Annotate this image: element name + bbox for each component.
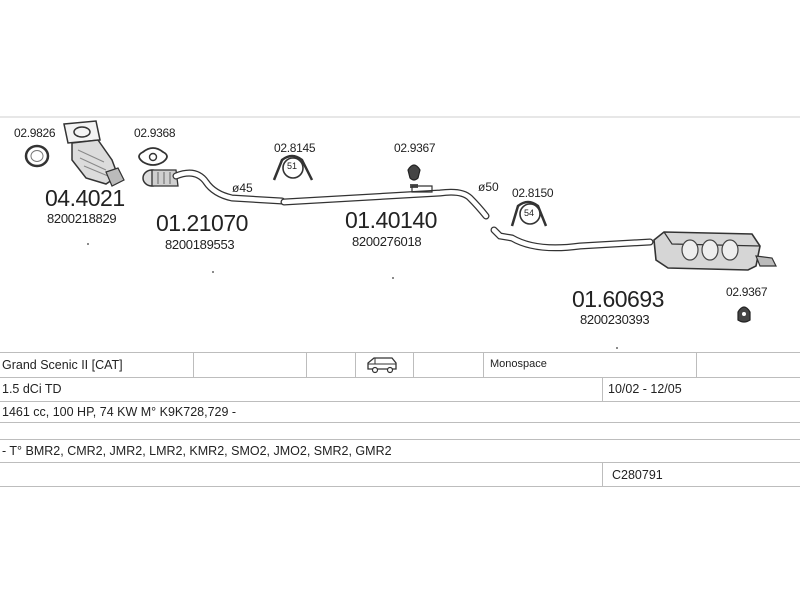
- body-type: Monospace: [490, 358, 547, 370]
- info-row-specs: 1461 cc, 100 HP, 74 KW M° K9K728,729 -: [0, 402, 800, 423]
- oem-number: 8200230393: [580, 312, 650, 327]
- part-code: 01.60693: [572, 286, 664, 312]
- catalytic-converter-icon: [63, 120, 125, 187]
- oem-number: 8200218829: [47, 211, 117, 226]
- part-code: 01.40140: [345, 207, 437, 233]
- part-code: 02.9368: [134, 126, 176, 140]
- hanger-badge: 51: [287, 161, 298, 171]
- reference-code: C280791: [612, 468, 663, 482]
- hanger-badge: 54: [524, 208, 535, 218]
- oem-number: 8200189553: [165, 237, 235, 252]
- van-icon: [366, 356, 398, 377]
- pipe-diameter: ø45: [232, 181, 253, 195]
- type-codes: - T° BMR2, CMR2, JMR2, LMR2, KMR2, SMO2,…: [2, 444, 392, 458]
- oem-number: 8200276018: [352, 234, 422, 249]
- hanger-clip-icon: [407, 164, 421, 188]
- info-row-types: - T° BMR2, CMR2, JMR2, LMR2, KMR2, SMO2,…: [0, 440, 800, 463]
- part-code: 02.8150: [512, 186, 554, 200]
- engine: 1.5 dCi TD: [2, 382, 62, 396]
- gasket-ring-icon: [24, 144, 50, 168]
- rubber-hanger-icon: [510, 200, 548, 227]
- flange-gasket-icon: [138, 147, 168, 166]
- front-pipe-icon: [142, 169, 286, 205]
- hanger-clip-icon: [737, 306, 751, 323]
- part-code: 02.8145: [274, 141, 316, 155]
- exhaust-drawing: [0, 116, 800, 349]
- production-dates: 10/02 - 12/05: [608, 382, 682, 396]
- exhaust-diagram: 02.9826 04.4021 8200218829 02.9368 01.21…: [0, 116, 800, 349]
- info-row-model: Grand Scenic II [CAT] Monospace: [0, 352, 800, 378]
- pipe-diameter: ø50: [478, 180, 499, 194]
- info-row-ref: C280791: [0, 463, 800, 487]
- rear-silencer-icon: [490, 226, 777, 271]
- rubber-hanger-icon: [272, 154, 314, 181]
- part-code: 01.21070: [156, 210, 248, 236]
- vehicle-model: Grand Scenic II [CAT]: [2, 358, 123, 372]
- info-row-engine: 1.5 dCi TD 10/02 - 12/05: [0, 377, 800, 402]
- part-code: 02.9826: [14, 126, 56, 140]
- part-code: 04.4021: [45, 185, 125, 211]
- engine-specs: 1461 cc, 100 HP, 74 KW M° K9K728,729 -: [2, 405, 237, 419]
- part-code: 02.9367: [394, 141, 436, 155]
- info-row-spacer: [0, 423, 800, 440]
- intermediate-pipe-icon: [280, 185, 490, 220]
- part-code: 02.9367: [726, 285, 768, 299]
